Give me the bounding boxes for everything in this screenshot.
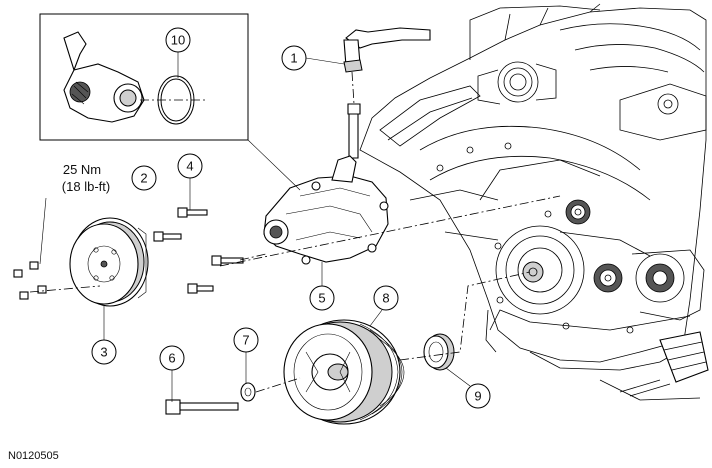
- torque-imperial: (18 lb-ft): [62, 179, 110, 194]
- crankshaft-pulley-bolt: [165, 399, 239, 415]
- svg-text:10: 10: [171, 33, 185, 48]
- engine-assembly: [359, 3, 709, 401]
- torque-metric: 25 Nm: [63, 162, 101, 177]
- coolant-bypass-hose: [343, 27, 431, 159]
- callout-9: 9: [465, 383, 491, 409]
- svg-text:3: 3: [100, 345, 107, 360]
- torque-spec: 25 Nm (18 lb-ft): [62, 162, 110, 194]
- oil-filter: [659, 331, 709, 383]
- crankshaft-pulley-washer: [240, 382, 256, 402]
- callout-10: 10: [165, 27, 191, 53]
- svg-text:5: 5: [318, 291, 325, 306]
- callout-3: 3: [91, 339, 117, 365]
- svg-text:4: 4: [186, 159, 193, 174]
- callout-6: 6: [159, 345, 185, 371]
- detail-inset: [39, 13, 301, 191]
- water-pump-bolts: [153, 207, 267, 294]
- svg-text:6: 6: [168, 351, 175, 366]
- leader-lines: [39, 57, 471, 402]
- pulley-bolts: [13, 261, 101, 300]
- svg-text:8: 8: [382, 291, 389, 306]
- idler-pulley-upper: [565, 199, 591, 225]
- alternator-pulley: [635, 253, 685, 303]
- o-ring: [157, 75, 195, 125]
- svg-text:1: 1: [290, 51, 297, 66]
- idler-pulley-lower: [593, 263, 623, 293]
- crankshaft-front-seal: [423, 333, 455, 371]
- callout-7: 7: [233, 327, 259, 353]
- svg-text:7: 7: [242, 333, 249, 348]
- callout-8: 8: [373, 285, 399, 311]
- figure-id: N0120505: [8, 450, 59, 462]
- water-pump-pulley: [69, 217, 149, 307]
- crankshaft-pulley: [283, 319, 405, 425]
- svg-text:2: 2: [140, 171, 147, 186]
- callout-5: 5: [309, 285, 335, 311]
- callout-1: 1: [281, 45, 307, 71]
- callout-2: 2: [131, 165, 157, 191]
- callout-4: 4: [177, 153, 203, 179]
- svg-text:9: 9: [474, 389, 481, 404]
- water-pump: [263, 155, 389, 265]
